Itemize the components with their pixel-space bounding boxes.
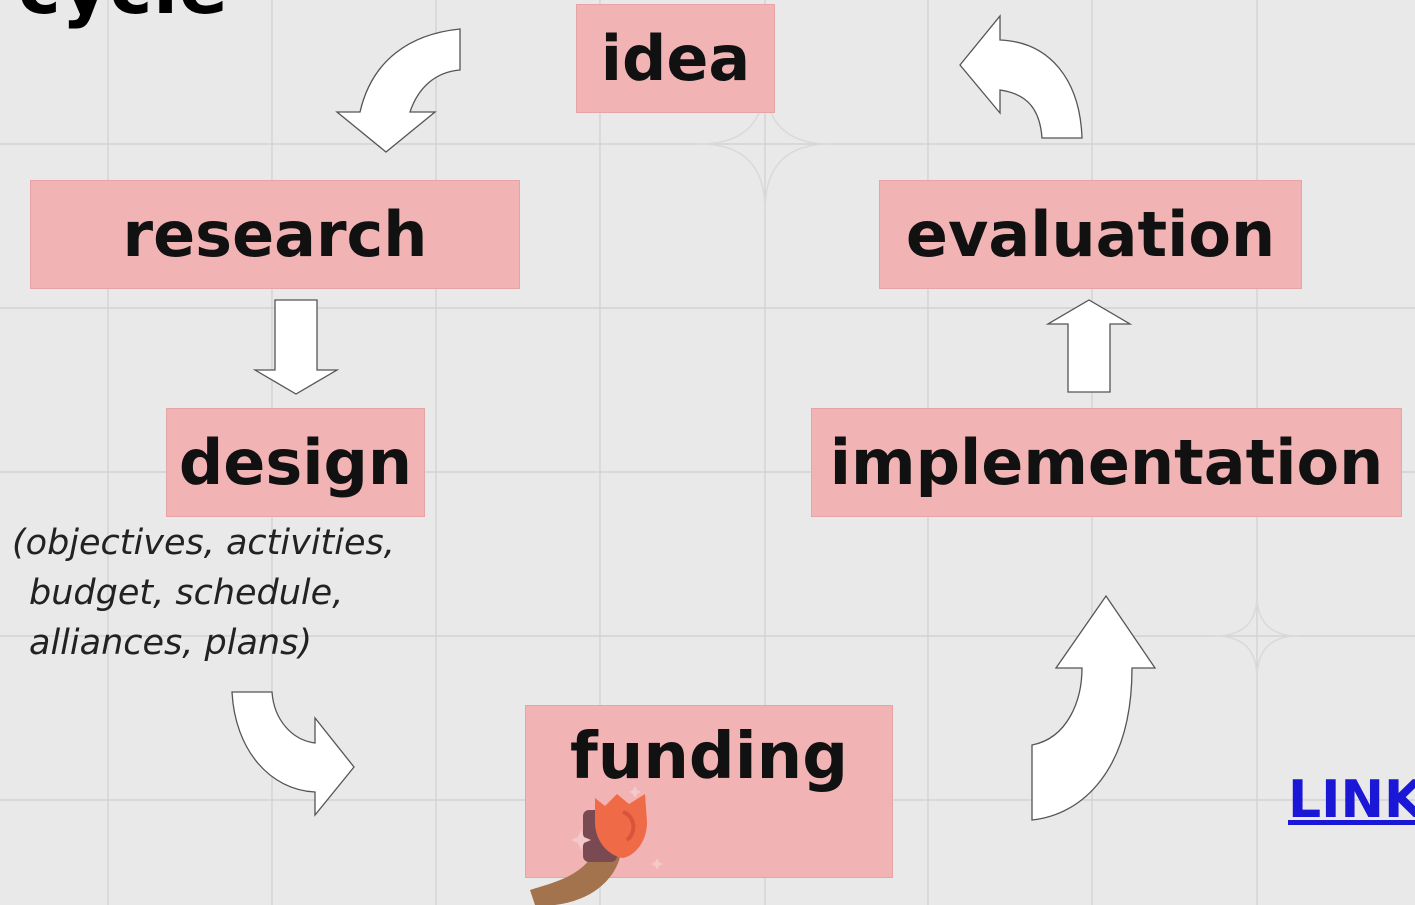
node-evaluation: evaluation	[879, 180, 1302, 289]
node-implementation-label: implementation	[829, 426, 1384, 499]
design-note-line: alliances, plans)	[29, 623, 312, 663]
page-title: cycle	[18, 0, 229, 24]
mascot-graphic	[530, 786, 663, 905]
node-funding-label: funding	[569, 720, 849, 794]
design-note-line: (objectives, activities,	[12, 523, 395, 563]
node-research-label: research	[122, 198, 428, 271]
node-design: design	[166, 408, 425, 517]
node-implementation: implementation	[811, 408, 1402, 517]
link-anchor[interactable]: LINK	[1288, 770, 1415, 830]
node-research: research	[30, 180, 520, 289]
design-note-line: budget, schedule,	[29, 573, 344, 613]
node-design-label: design	[178, 426, 412, 499]
design-note: (objectives, activities, budget, schedul…	[12, 518, 395, 668]
node-evaluation-label: evaluation	[905, 198, 1276, 271]
node-idea-label: idea	[600, 22, 751, 95]
node-idea: idea	[576, 4, 775, 113]
